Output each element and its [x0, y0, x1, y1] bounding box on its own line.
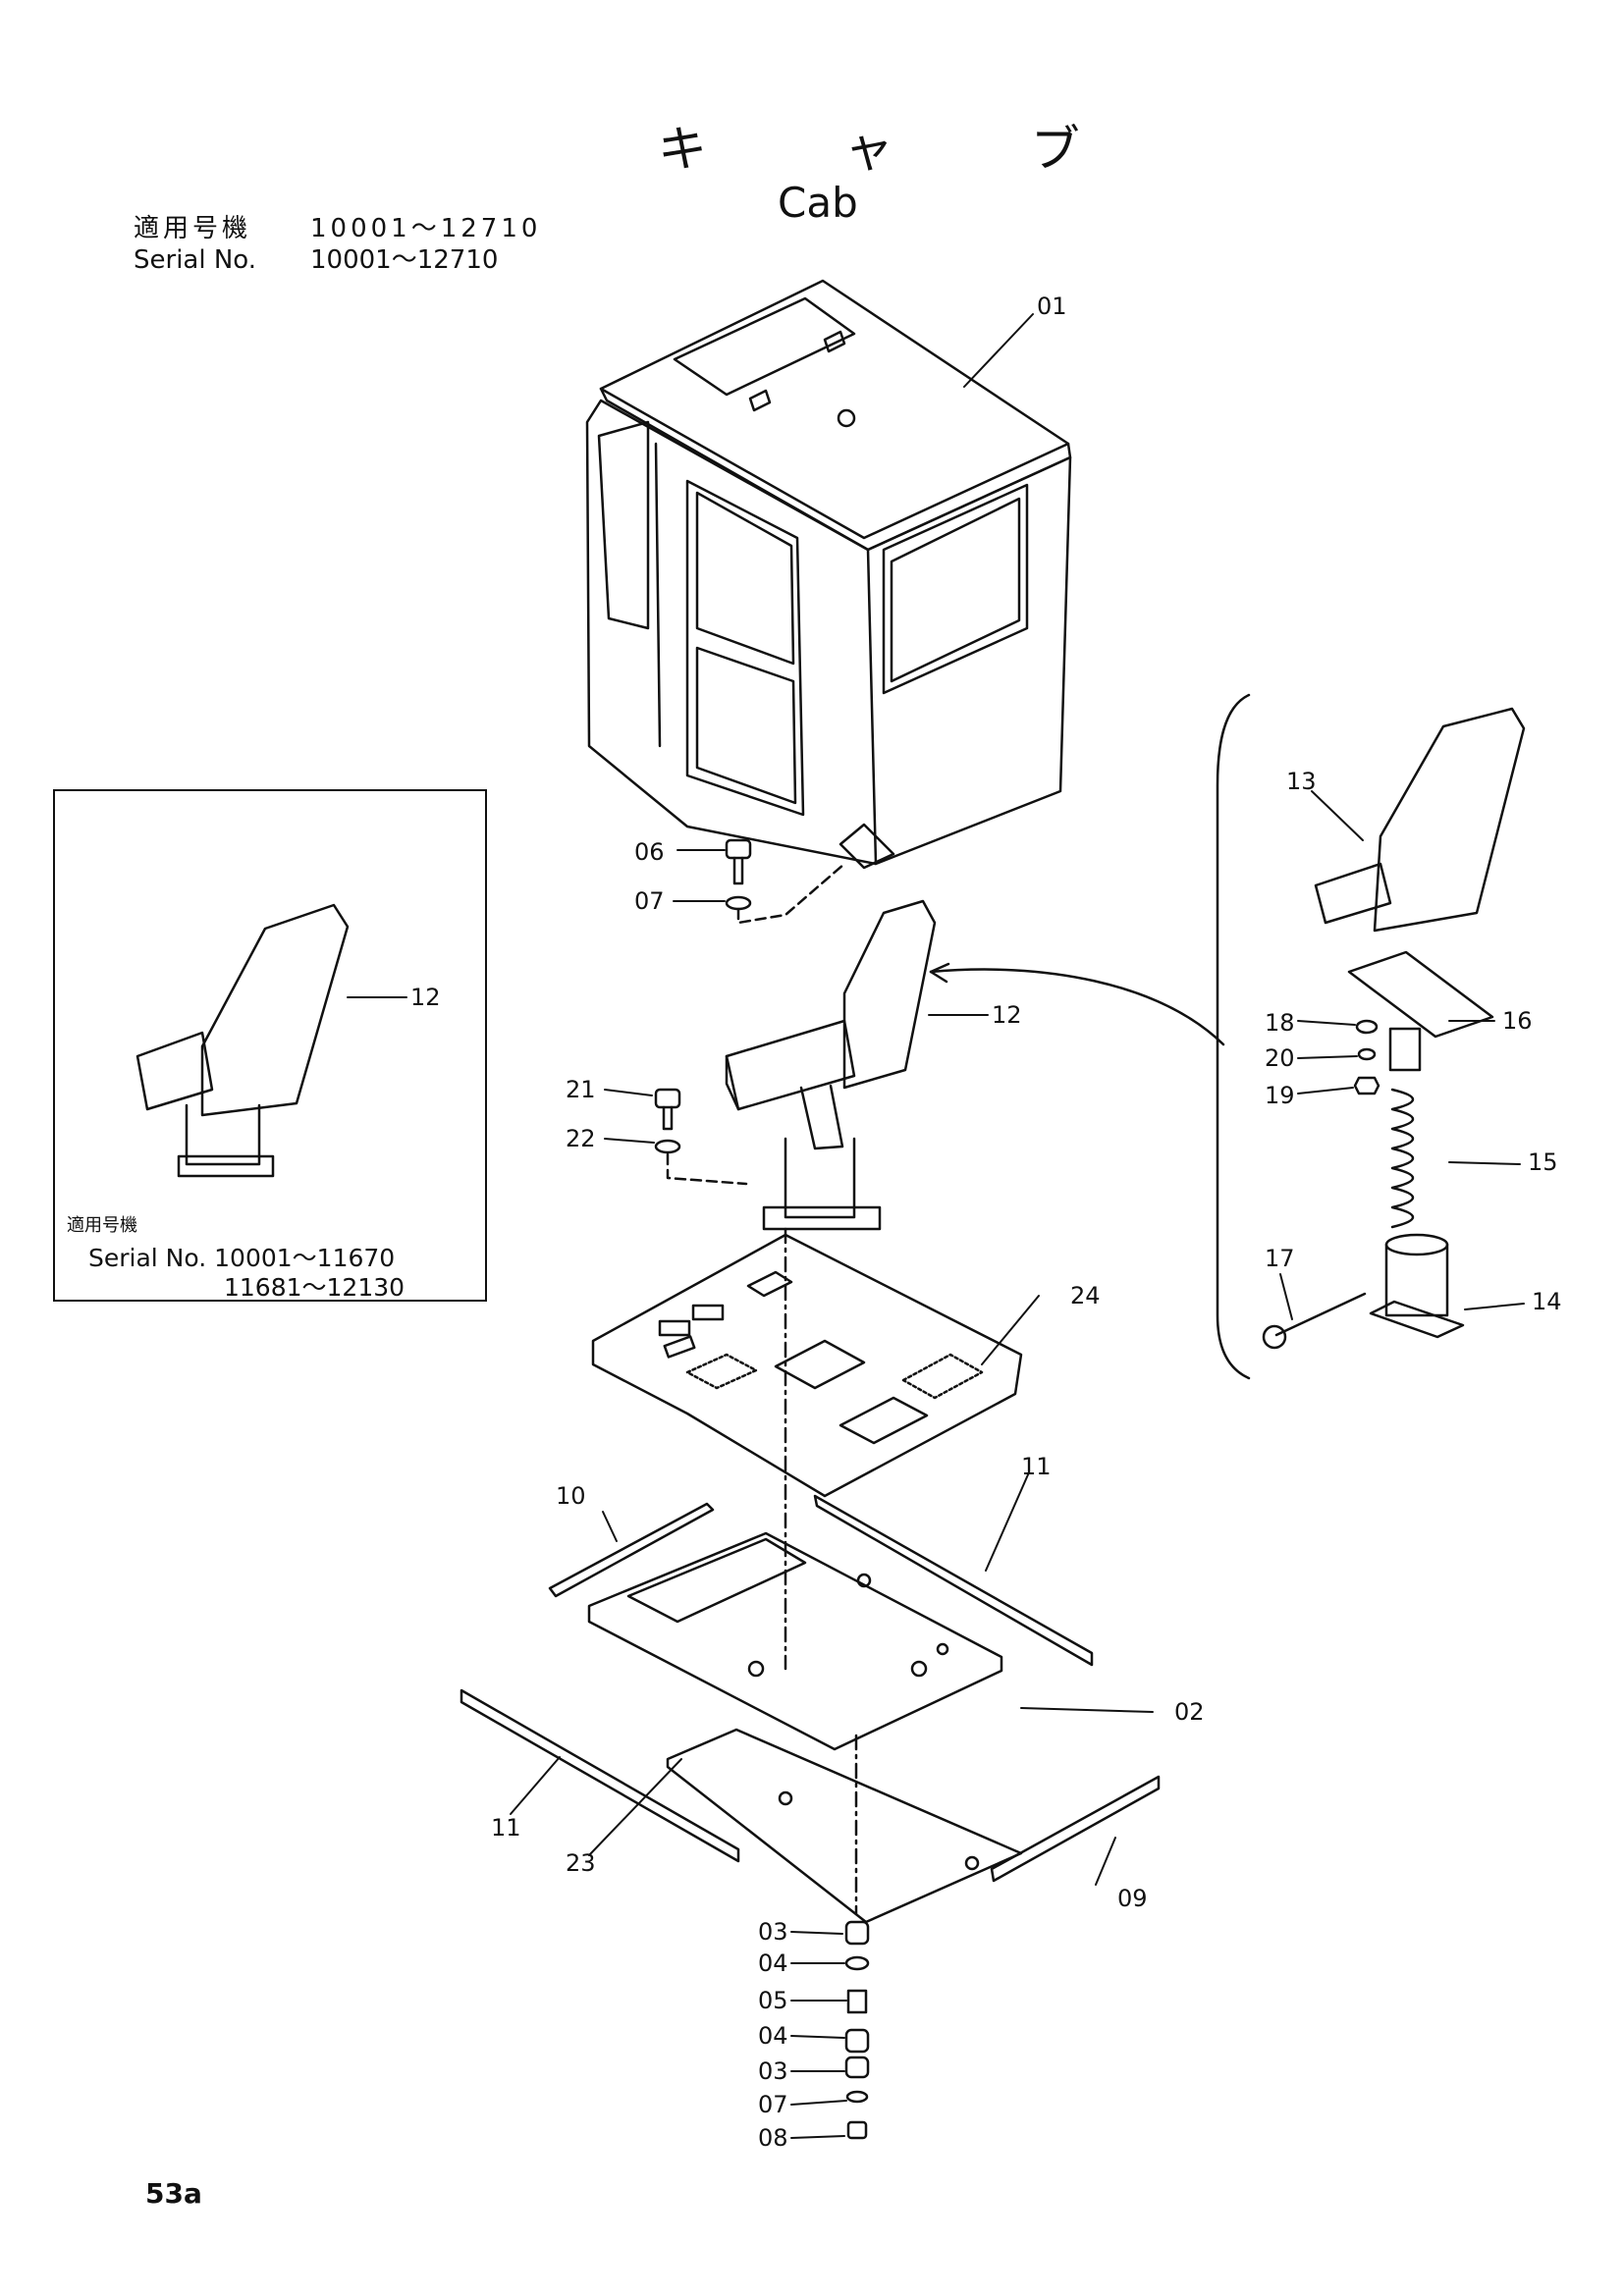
- serial-range-japanese: 10001〜12710: [310, 214, 542, 243]
- rail-11-upper-drawing: [813, 1494, 1094, 1667]
- callout-10: 10: [556, 1482, 586, 1510]
- callout-07-upper: 07: [634, 887, 665, 915]
- callout-20: 20: [1265, 1044, 1295, 1072]
- callout-21: 21: [566, 1076, 596, 1103]
- callout-07-lower: 07: [758, 2091, 788, 2118]
- washers-18-20-19-drawing: [1353, 1019, 1380, 1095]
- rail-09-drawing: [990, 1775, 1161, 1883]
- mount-stack-drawing: [844, 1920, 870, 2140]
- spring-15-drawing: [1390, 1088, 1414, 1229]
- callout-11-lower: 11: [491, 1814, 521, 1842]
- callout-18: 18: [1265, 1009, 1295, 1037]
- callout-03-lower: 03: [758, 2057, 788, 2085]
- callout-11-upper: 11: [1021, 1453, 1052, 1480]
- callout-24: 24: [1070, 1282, 1101, 1309]
- callout-02: 02: [1174, 1698, 1205, 1726]
- callout-19: 19: [1265, 1082, 1295, 1109]
- serial-range-english: 10001〜12710: [310, 245, 499, 275]
- page-number: 53a: [145, 2177, 202, 2210]
- plate-23-drawing: [666, 1728, 1023, 1924]
- floor-mat-24-drawing: [591, 1233, 1023, 1498]
- callout-05: 05: [758, 1987, 788, 2014]
- callout-03-upper: 03: [758, 1918, 788, 1946]
- bolt-06-drawing: [725, 838, 846, 925]
- serial-label-english: Serial No.: [134, 245, 256, 275]
- seat-13-drawing: [1314, 707, 1526, 933]
- base-plate-02-drawing: [587, 1531, 1003, 1751]
- title-japanese: キ ャ ブ: [658, 121, 1141, 178]
- callout-04-lower: 04: [758, 2022, 788, 2050]
- leader-lines: [347, 313, 1525, 2139]
- reference-arrow: [929, 968, 1225, 1046]
- callout-17: 17: [1265, 1245, 1295, 1272]
- callout-09: 09: [1117, 1885, 1148, 1912]
- seat-center-drawing: [725, 899, 937, 1231]
- knob-17-drawing: [1262, 1292, 1367, 1350]
- cab-body-drawing: [585, 279, 1072, 870]
- callout-04-upper: 04: [758, 1949, 788, 1977]
- callout-01: 01: [1037, 293, 1067, 320]
- suspension-bracket-drawing: [1216, 693, 1251, 1380]
- callout-13: 13: [1286, 768, 1317, 795]
- callout-16: 16: [1502, 1007, 1533, 1035]
- inset-seat-drawing: [135, 903, 350, 1178]
- callout-08: 08: [758, 2124, 788, 2152]
- inset-note-label: 適用号機: [67, 1215, 137, 1236]
- title-english: Cab: [778, 179, 858, 227]
- callout-12-inset: 12: [410, 984, 441, 1011]
- serial-row-english: Serial No. 10001〜12710: [134, 240, 498, 276]
- serial-row-japanese: 適用号機 10001〜12710: [134, 208, 541, 244]
- plate-16-drawing: [1347, 950, 1494, 1072]
- callout-12-center: 12: [992, 1001, 1022, 1029]
- callout-14: 14: [1532, 1288, 1562, 1315]
- reference-arrow-head: [929, 962, 950, 984]
- inset-frame: [53, 789, 487, 1302]
- callout-15: 15: [1528, 1148, 1558, 1176]
- column-14-drawing: [1369, 1233, 1465, 1339]
- callout-06: 06: [634, 838, 665, 866]
- inset-serial-line-2: 11681〜12130: [224, 1273, 406, 1302]
- serial-label-japanese: 適用号機: [134, 214, 252, 243]
- callout-23: 23: [566, 1849, 596, 1877]
- callout-22: 22: [566, 1125, 596, 1152]
- rail-10-drawing: [548, 1502, 715, 1598]
- inset-serial-line-1: Serial No. 10001〜11670: [88, 1244, 396, 1272]
- bolt-21-drawing: [654, 1088, 748, 1186]
